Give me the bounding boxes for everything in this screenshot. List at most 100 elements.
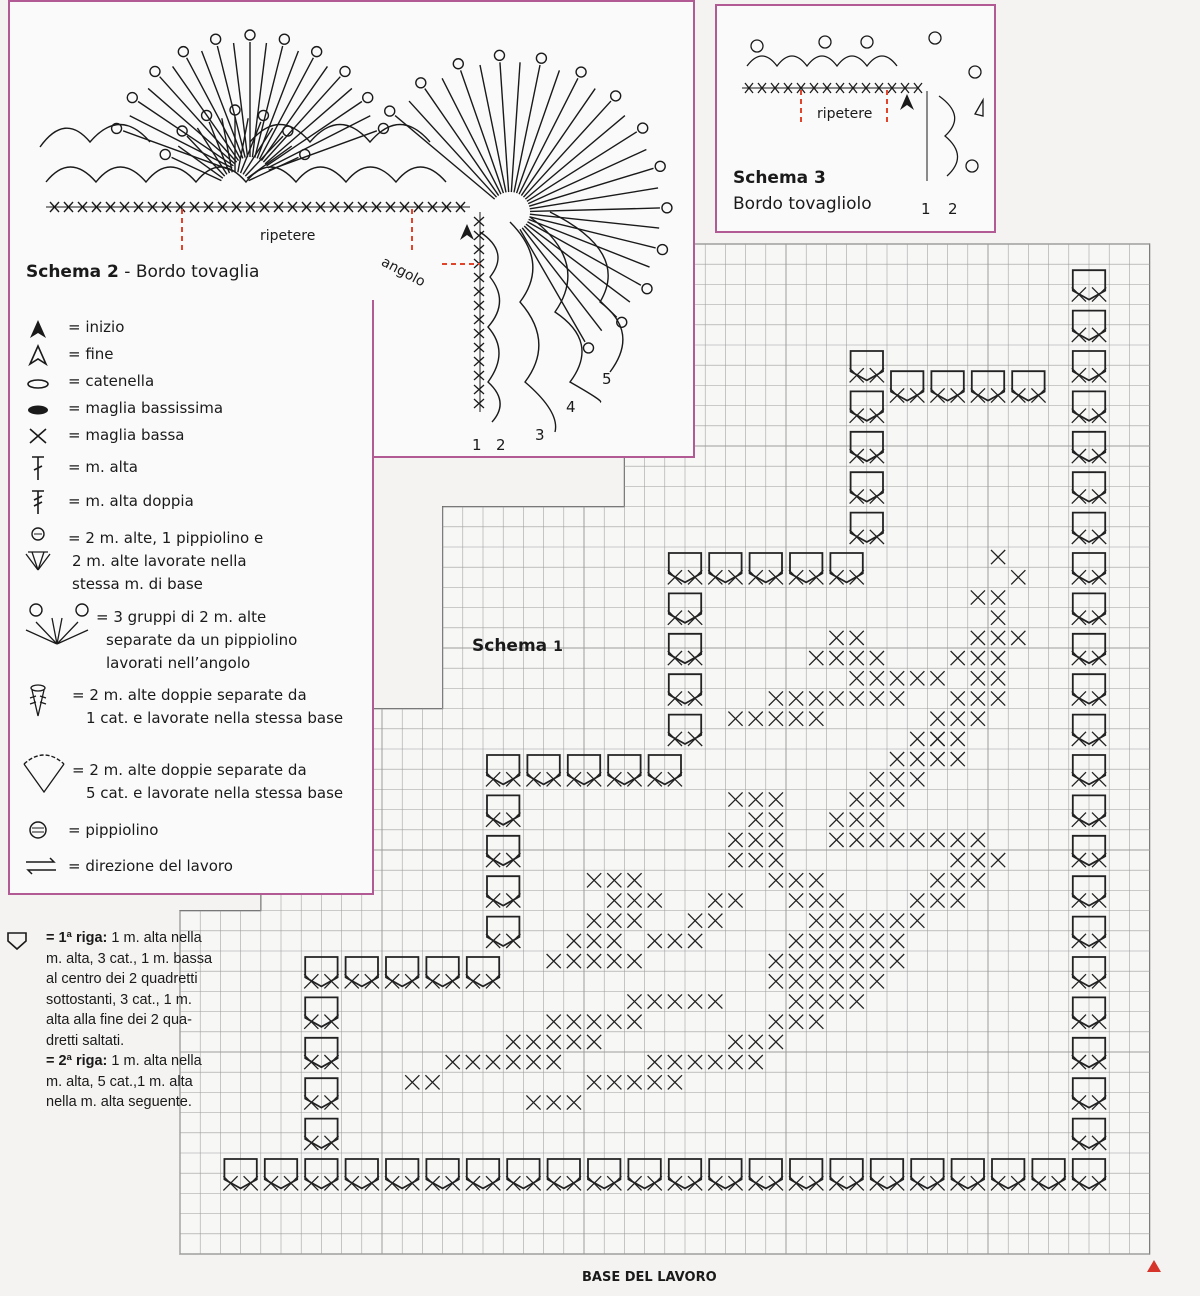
block-symbol	[304, 1117, 339, 1150]
filled-cell	[424, 1074, 441, 1090]
block-symbol	[869, 1158, 905, 1190]
filled-cell	[1071, 812, 1087, 828]
filled-cell	[1071, 448, 1087, 464]
filled-cell	[485, 1054, 501, 1070]
filled-cell	[505, 812, 521, 828]
filled-cell	[1071, 327, 1087, 343]
filled-cell	[808, 872, 824, 888]
instruction-line: m. alta, 3 cat., 1 m. bassa	[46, 950, 213, 967]
filled-cell	[647, 771, 663, 787]
filled-cell	[970, 589, 986, 606]
block-symbol	[385, 956, 420, 988]
filled-cell	[869, 791, 885, 808]
filled-cell	[1071, 933, 1087, 949]
filled-cell	[323, 1094, 340, 1111]
filled-cell	[323, 1014, 340, 1030]
block-symbol	[304, 956, 339, 988]
filled-cell	[929, 872, 946, 888]
filled-cell	[970, 852, 986, 868]
filled-cell	[828, 953, 845, 969]
filled-cell	[768, 832, 784, 848]
row-number: 1	[921, 200, 931, 218]
filled-cell	[748, 791, 764, 808]
block-symbol	[486, 834, 521, 867]
filled-cell	[828, 630, 845, 646]
filled-cell	[869, 933, 885, 949]
row-number: 3	[535, 426, 545, 444]
block-symbol	[667, 552, 703, 584]
filled-cell	[909, 670, 925, 686]
filled-cell	[546, 1175, 562, 1191]
filled-cell	[1091, 852, 1107, 868]
filled-cell	[586, 872, 602, 888]
filled-cell	[788, 690, 804, 707]
schema3-subtitle: Bordo tovagliolo	[733, 194, 872, 214]
filled-cell	[1071, 367, 1087, 383]
filled-cell	[828, 913, 845, 929]
filled-cell	[445, 1175, 461, 1191]
filled-cell	[546, 771, 562, 787]
filled-cell	[525, 1175, 542, 1191]
filled-cell	[828, 973, 845, 989]
filled-cell	[303, 1054, 319, 1070]
filled-cell	[950, 690, 966, 707]
filled-cell	[909, 771, 925, 787]
filled-cell	[364, 1175, 380, 1191]
filled-cell	[849, 973, 865, 989]
filled-cell	[687, 913, 703, 929]
filled-cell	[950, 1175, 966, 1191]
block-symbol	[708, 552, 743, 584]
filled-cell	[485, 973, 501, 989]
filled-cell	[384, 973, 400, 989]
filled-cell	[485, 852, 501, 868]
filled-cell	[667, 933, 683, 949]
filled-cell	[323, 1135, 340, 1151]
legend-panel: = inizio = fine = catenella = maglia bas…	[8, 300, 374, 895]
filled-cell	[485, 1175, 501, 1191]
block-symbol	[748, 1158, 783, 1190]
filled-cell	[707, 913, 723, 929]
filled-cell	[707, 993, 723, 1010]
block-symbol-icon	[7, 932, 27, 951]
filled-cell	[849, 913, 865, 929]
filled-cell	[465, 973, 481, 989]
block-symbol	[1071, 996, 1107, 1028]
filled-cell	[586, 1034, 602, 1050]
filled-cell	[990, 650, 1006, 666]
filled-cell	[970, 670, 986, 686]
filled-cell	[849, 832, 865, 848]
filled-cell	[586, 953, 602, 969]
filled-cell	[1071, 973, 1087, 989]
filled-cell	[626, 993, 643, 1010]
filled-cell	[929, 1175, 946, 1191]
filled-cell	[727, 832, 744, 848]
filled-cell	[727, 1054, 744, 1070]
filled-cell	[828, 993, 845, 1010]
filled-cell	[849, 408, 865, 424]
filled-cell	[1091, 327, 1107, 343]
filled-cell	[243, 1175, 259, 1191]
filled-cell	[424, 973, 441, 989]
instruction-line: al centro dei 2 quadretti	[46, 971, 198, 987]
filled-cell	[869, 771, 885, 787]
filled-cell	[788, 892, 804, 909]
instruction-line: dretti saltati.	[46, 1032, 125, 1049]
filled-cell	[990, 589, 1006, 606]
block-symbol	[486, 915, 521, 948]
filled-cell	[707, 1175, 723, 1191]
filled-cell	[849, 488, 865, 505]
filled-cell	[303, 1014, 319, 1030]
filled-cell	[849, 690, 865, 707]
filled-cell	[788, 993, 804, 1010]
filled-cell	[828, 832, 845, 848]
filled-cell	[566, 1014, 582, 1030]
filled-cell	[970, 387, 986, 404]
filled-cell	[950, 731, 966, 747]
block-symbol	[304, 1077, 339, 1109]
filled-cell	[1091, 812, 1107, 828]
filled-cell	[909, 892, 925, 909]
schema3-edging-diagram	[742, 31, 984, 181]
filled-cell	[869, 448, 885, 464]
filled-cell	[889, 670, 905, 686]
filled-cell	[647, 993, 663, 1010]
